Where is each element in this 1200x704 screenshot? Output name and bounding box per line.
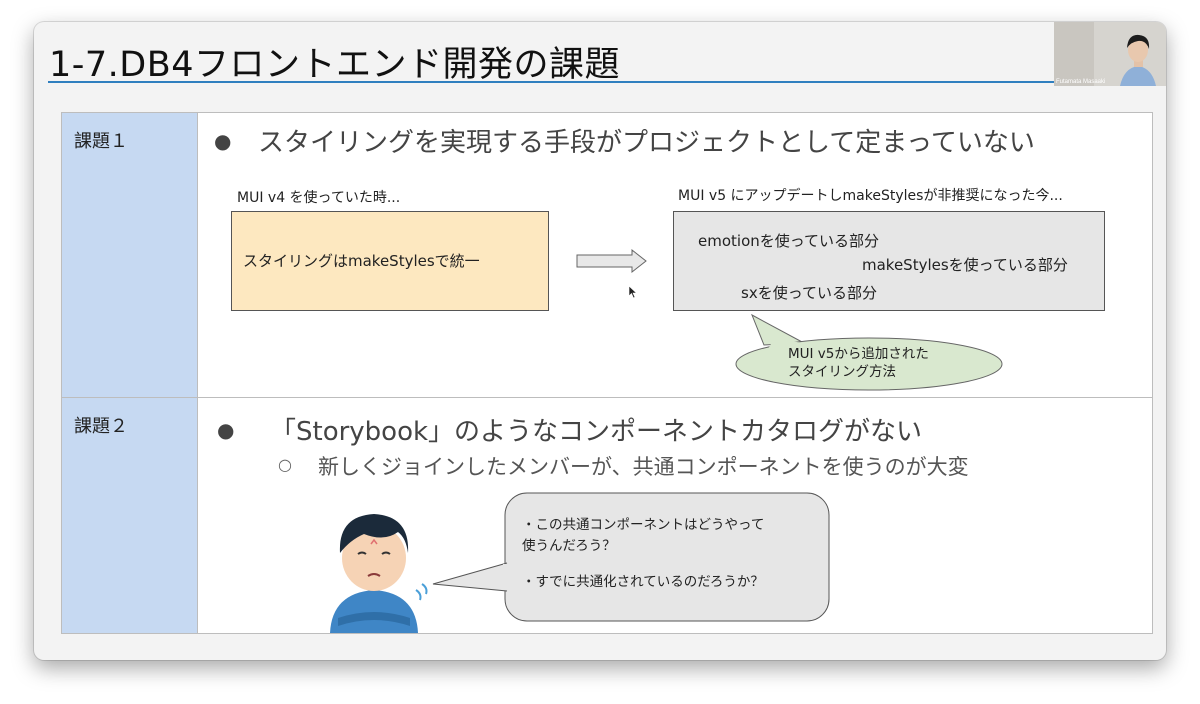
bullet-dot-icon: ● [214,129,232,153]
after-item: emotionを使っている部分 [698,232,880,250]
video-thumbnail[interactable]: Futamata Masaaki [1054,22,1166,86]
row1-bullet: スタイリングを実現する手段がプロジェクトとして定まっていない [258,128,1035,158]
row2-sub-bullet: 新しくジョインしたメンバーが、共通コンポーネントを使うのが大変 [318,455,969,479]
row2-label-cell: 課題２ [62,398,198,633]
right-arrow-icon [576,248,647,274]
video-participant-name: Futamata Masaaki [1056,79,1106,85]
after-item: makeStylesを使っている部分 [862,256,1068,274]
speech-line: ・この共通コンポーネントはどうやって [522,517,765,533]
bullet-dot-icon: ● [217,418,235,442]
callout-line: MUI v5から追加された [788,346,929,362]
before-box-text: スタイリングはmakeStylesで統一 [243,252,480,270]
row-divider [62,397,1152,398]
row1-label-cell: 課題１ [62,113,198,397]
row1-label: 課題１ [74,131,128,152]
slide-title: 1-7.DB4フロントエンド開発の課題 [49,45,621,85]
before-box: スタイリングはmakeStylesで統一 [231,211,549,311]
speech-line: 使うんだろう？ [522,538,616,554]
callout-line: スタイリング方法 [788,364,896,380]
after-item: sxを使っている部分 [741,284,877,302]
row2-label: 課題２ [74,416,128,437]
row2-bullet: 「Storybook」のようなコンポーネントカタログがない [270,417,923,447]
mouse-cursor-icon [628,285,638,299]
title-underline [48,81,1158,83]
issues-table: 課題１ 課題２ ● スタイリングを実現する手段がプロジェクトとして定まっていない… [61,112,1153,634]
hollow-bullet-icon: ○ [278,455,292,474]
worried-person-illustration-icon [330,514,428,633]
callout-bubble-shape [735,313,1003,391]
person-avatar-icon [1054,22,1166,86]
before-caption: MUI v4 を使っていた時... [237,190,401,206]
after-caption: MUI v5 にアップデートしmakeStylesが非推奨になった今... [678,188,1063,204]
speech-bubble-shape [432,492,830,622]
slide-window: 1-7.DB4フロントエンド開発の課題 Futamata Masaaki 課題１… [34,22,1166,660]
speech-line: ・すでに共通化されているのだろうか？ [522,574,764,590]
after-box: emotionを使っている部分 makeStylesを使っている部分 sxを使っ… [673,211,1105,311]
